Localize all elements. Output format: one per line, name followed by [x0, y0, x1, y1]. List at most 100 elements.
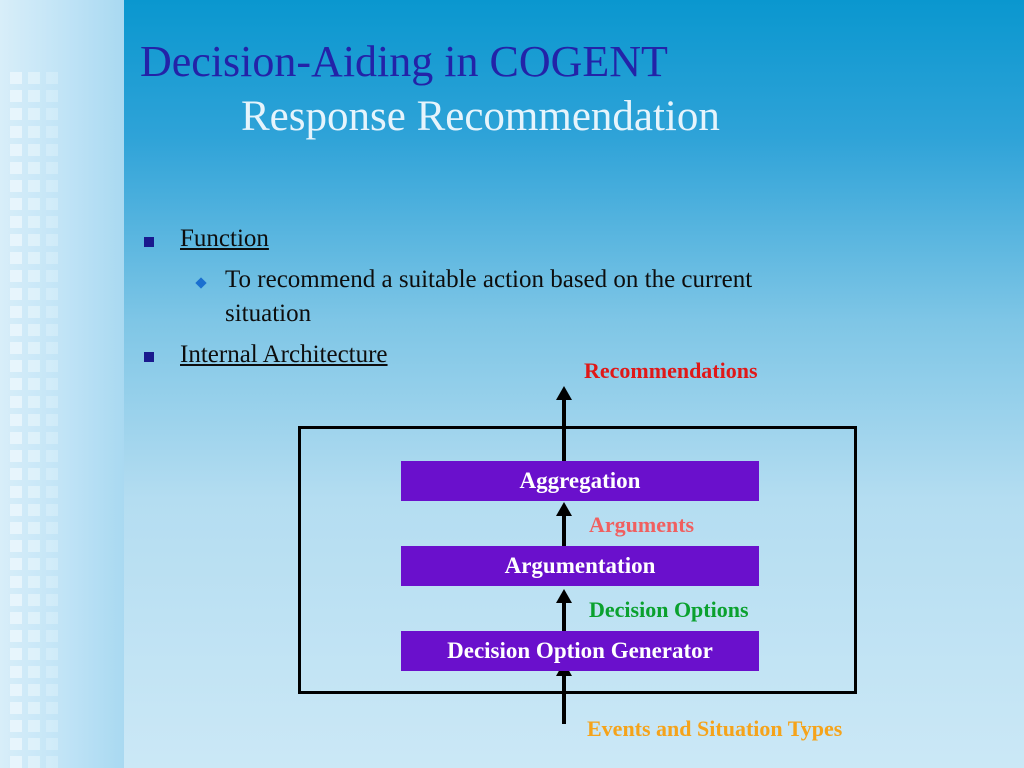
decorative-tile [10, 738, 22, 750]
decorative-tile [28, 270, 40, 282]
decorative-tile [10, 108, 22, 120]
decorative-tile [28, 360, 40, 372]
decorative-tile [28, 738, 40, 750]
decorative-tile [10, 216, 22, 228]
decorative-tile [28, 468, 40, 480]
decorative-tile [28, 576, 40, 588]
decorative-tile [46, 144, 58, 156]
decorative-tile [28, 666, 40, 678]
bullet-square-icon [144, 237, 154, 247]
bullet-function: Function [180, 225, 269, 252]
bullet-internal-architecture: Internal Architecture [180, 341, 388, 368]
decorative-tile [46, 378, 58, 390]
decorative-tile [10, 162, 22, 174]
decorative-tile [10, 396, 22, 408]
decorative-tile [46, 180, 58, 192]
decorative-tile [10, 558, 22, 570]
decorative-tile [10, 468, 22, 480]
decorative-tile [46, 324, 58, 336]
label-arguments: Arguments [589, 512, 695, 537]
decorative-tile [28, 702, 40, 714]
decorative-tile [46, 630, 58, 642]
decorative-tile [28, 72, 40, 84]
decorative-tile [46, 306, 58, 318]
block-aggregation: Aggregation [401, 461, 759, 501]
decorative-tile [28, 108, 40, 120]
decorative-tile [28, 432, 40, 444]
label-events-and-situation-types: Events and Situation Types [587, 716, 843, 741]
decorative-tile [28, 342, 40, 354]
decorative-tile [28, 630, 40, 642]
decorative-tile [10, 378, 22, 390]
decorative-tile [28, 450, 40, 462]
decorative-tile [46, 270, 58, 282]
decorative-tile [10, 432, 22, 444]
decorative-tile [46, 432, 58, 444]
decorative-tile [10, 288, 22, 300]
decorative-tile [10, 252, 22, 264]
decorative-tile [10, 756, 22, 768]
decorative-tile [46, 126, 58, 138]
decorative-tile [46, 486, 58, 498]
decorative-tile [10, 522, 22, 534]
decorative-tile [46, 396, 58, 408]
slide-subtitle: Response Recommendation [241, 93, 720, 140]
decorative-tile [46, 162, 58, 174]
decorative-tile [46, 666, 58, 678]
decorative-tile [46, 612, 58, 624]
decorative-tile [28, 144, 40, 156]
decorative-tile [28, 180, 40, 192]
decorative-tile [28, 126, 40, 138]
decorative-tile [10, 648, 22, 660]
decorative-tile [28, 540, 40, 552]
decorative-tile [10, 666, 22, 678]
decorative-tile [46, 738, 58, 750]
decorative-tile [10, 630, 22, 642]
decorative-tile [28, 594, 40, 606]
decorative-tile [10, 90, 22, 102]
decorative-tile [46, 504, 58, 516]
arrowhead-options-icon [556, 589, 572, 603]
decorative-tile [46, 522, 58, 534]
decorative-tile [28, 648, 40, 660]
decorative-tile [28, 162, 40, 174]
decorative-tile [28, 198, 40, 210]
decorative-tile [10, 144, 22, 156]
decorative-tile [46, 756, 58, 768]
decorative-tile [28, 324, 40, 336]
decorative-tile [46, 198, 58, 210]
arrowhead-output-icon [556, 386, 572, 400]
decorative-tile [10, 198, 22, 210]
decorative-tile [46, 288, 58, 300]
decorative-tile [28, 378, 40, 390]
decorative-tile [46, 468, 58, 480]
block-decision-option-generator: Decision Option Generator [401, 631, 759, 671]
decorative-tile [46, 252, 58, 264]
decorative-tile [28, 252, 40, 264]
decorative-tile [28, 720, 40, 732]
decorative-tile [46, 648, 58, 660]
architecture-box [298, 426, 857, 694]
label-decision-options: Decision Options [589, 597, 749, 622]
decorative-tile [28, 486, 40, 498]
decorative-tile [46, 576, 58, 588]
decorative-tile [46, 684, 58, 696]
decorative-tile [10, 126, 22, 138]
decorative-tile [10, 234, 22, 246]
decorative-tile [28, 216, 40, 228]
decorative-tile [10, 576, 22, 588]
slide-title: Decision-Aiding in COGENT [140, 37, 668, 86]
label-recommendations: Recommendations [584, 358, 758, 383]
decorative-tile [10, 360, 22, 372]
decorative-tile [46, 450, 58, 462]
bullet-square-icon [144, 352, 154, 362]
decorative-tile [46, 558, 58, 570]
decorative-tile [10, 324, 22, 336]
block-argumentation: Argumentation [401, 546, 759, 586]
decorative-tile [10, 540, 22, 552]
decorative-tile [10, 504, 22, 516]
decorative-tile [28, 504, 40, 516]
decorative-tile [46, 234, 58, 246]
decorative-tile [46, 72, 58, 84]
